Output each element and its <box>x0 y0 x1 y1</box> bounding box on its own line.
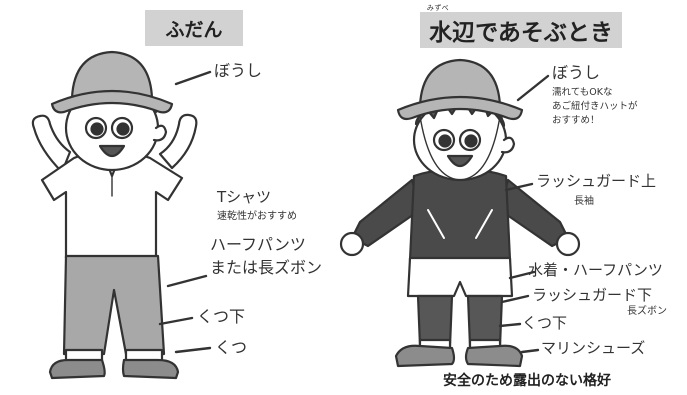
left-leader-lines <box>158 70 212 354</box>
right-mouth <box>446 154 474 168</box>
right-ear <box>500 136 516 154</box>
label-rash-top: ラッシュガード上 <box>536 172 657 190</box>
right-leader-lines <box>498 74 550 354</box>
title-right-text: 水辺であそぶとき <box>429 20 613 46</box>
right-hand-r <box>555 231 581 257</box>
right-shoe-l <box>394 344 456 368</box>
label-socks-right: くつ下 <box>522 314 568 332</box>
right-hand-l <box>339 231 365 257</box>
left-pupil-r <box>116 122 130 136</box>
left-ear <box>152 124 168 142</box>
right-chin-strap <box>419 115 501 181</box>
right-hat-brim <box>396 95 524 121</box>
left-hat <box>70 50 154 100</box>
label-tshirt-note: 速乾性がおすすめ <box>217 211 297 222</box>
left-shoe-l <box>48 358 106 380</box>
caption: 安全のため露出のない格好 <box>443 373 611 389</box>
label-hat-note-1: 濡れてもOKな <box>552 87 613 98</box>
title-left: ふだん <box>145 10 243 46</box>
right-rash-stripe-l <box>427 209 445 239</box>
left-arm-right <box>158 113 198 170</box>
label-socks-left: くつ下 <box>197 307 246 326</box>
left-mouth <box>98 144 126 158</box>
right-rash-stripe-r <box>475 209 493 239</box>
title-left-text: ふだん <box>165 18 223 41</box>
label-hat-right: ぼうし <box>552 63 601 82</box>
label-swim: 水着・ハーフパンツ <box>528 261 663 279</box>
label-rash-top-note: 長袖 <box>574 196 594 207</box>
child-waterplay <box>339 58 581 368</box>
label-hat-note-2: あご紐付きハットが <box>552 101 638 112</box>
right-arm-left <box>350 178 422 248</box>
label-hat-note-3: おすすめ！ <box>552 115 600 126</box>
child-everyday <box>31 50 198 380</box>
right-swim-shorts <box>406 256 514 298</box>
right-rash-bottom-r <box>466 294 504 348</box>
right-rashguard-top <box>408 169 512 262</box>
label-hat-left: ぼうし <box>214 61 263 80</box>
left-arm-left <box>31 114 72 174</box>
left-shoe-r <box>121 358 180 380</box>
label-pants-line2: または長ズボン <box>210 258 323 277</box>
label-tshirt: Tシャツ <box>217 188 272 206</box>
label-pants-line1: ハーフパンツ <box>210 235 306 254</box>
left-hat-brim <box>50 89 174 114</box>
title-right: 水辺であそぶとき <box>420 12 622 48</box>
right-shoe-r <box>464 344 524 368</box>
label-rash-bottom: ラッシュガード下 <box>532 286 653 304</box>
left-pupil-l <box>90 122 104 136</box>
left-pants <box>62 254 166 356</box>
right-hat <box>418 58 502 108</box>
label-shoes-left: くつ <box>215 338 248 357</box>
right-rash-bottom <box>416 294 454 348</box>
right-pupil-l <box>438 134 452 148</box>
title-ruby: みずべ <box>426 4 450 12</box>
right-pupil-r <box>464 134 478 148</box>
label-rash-bottom-note: 長ズボン <box>627 306 667 317</box>
label-shoes-right: マリンシューズ <box>541 339 646 357</box>
